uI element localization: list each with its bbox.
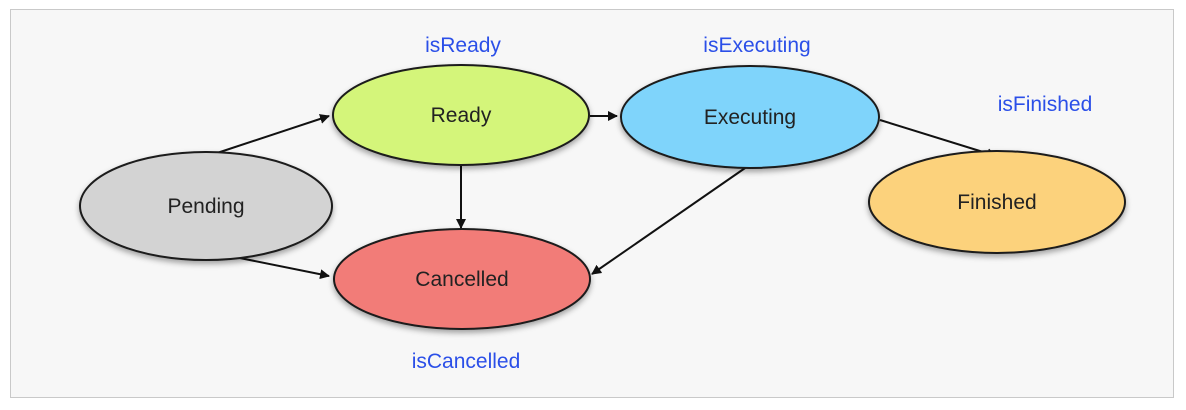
state-pending: Pending <box>79 151 333 261</box>
property-is-ready: isReady <box>425 34 501 57</box>
state-cancelled-label: Cancelled <box>415 268 508 291</box>
state-executing-label: Executing <box>704 106 796 129</box>
state-pending-label: Pending <box>167 195 244 218</box>
edge-executing-to-cancelled <box>591 165 749 275</box>
state-pending-shape <box>79 151 333 261</box>
property-is-finished: isFinished <box>998 93 1093 116</box>
state-finished: Finished <box>868 150 1126 254</box>
state-cancelled: Cancelled <box>333 228 591 330</box>
state-executing: Executing <box>620 65 880 169</box>
state-ready-shape <box>332 64 590 166</box>
state-cancelled-shape <box>333 228 591 330</box>
state-finished-shape <box>868 150 1126 254</box>
state-ready: Ready <box>332 64 590 166</box>
state-executing-shape <box>620 65 880 169</box>
edge-pending-to-ready <box>204 114 330 158</box>
property-is-executing: isExecuting <box>703 34 810 57</box>
state-finished-label: Finished <box>957 191 1036 214</box>
edge-executing-to-finished <box>879 119 997 159</box>
state-ready-label: Ready <box>431 104 492 127</box>
property-is-cancelled: isCancelled <box>412 350 521 373</box>
